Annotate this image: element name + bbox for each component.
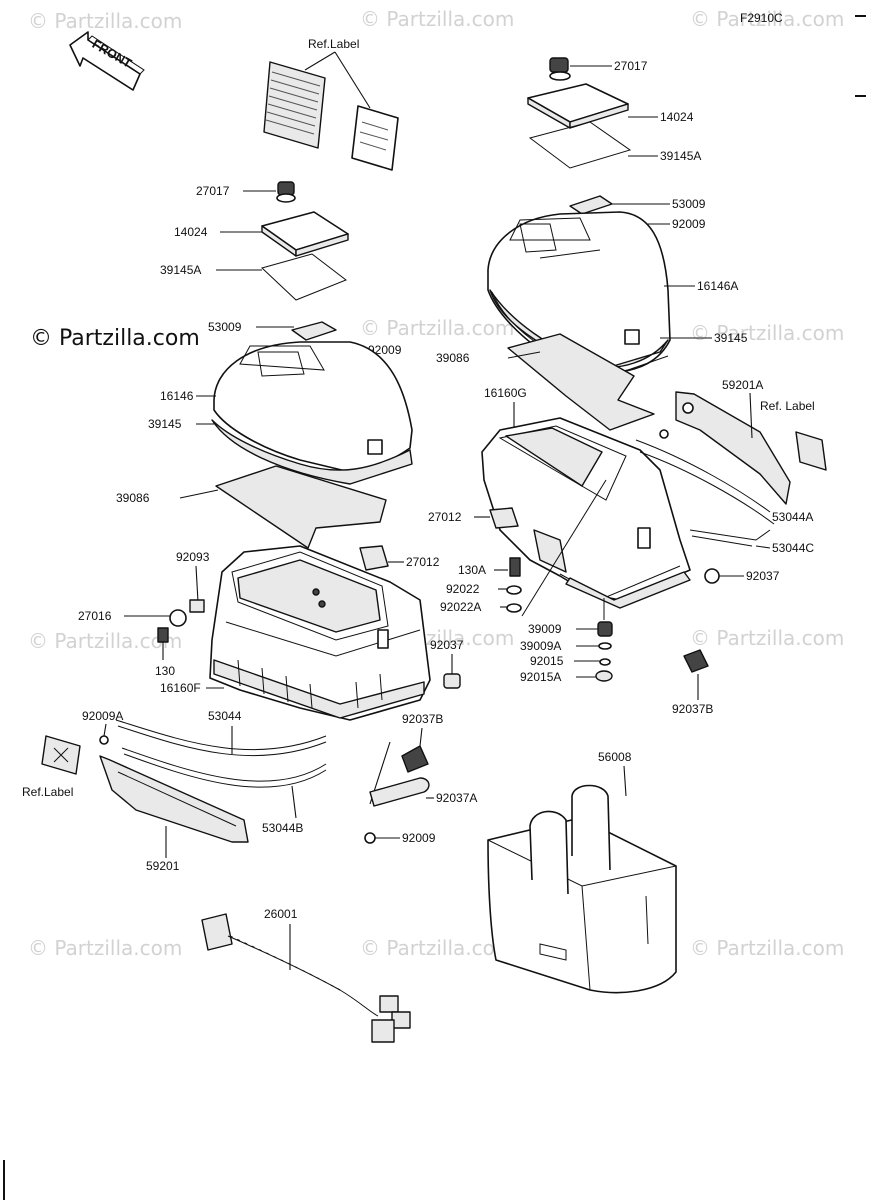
front-arrow-icon: FRONT xyxy=(69,31,145,91)
right-lid-assembly: 27017 14024 39145A 53009 92009 16146A 39… xyxy=(436,57,748,431)
part-53009-r: 53009 xyxy=(672,197,706,211)
right-case-assembly: 16160G 59201A Ref. Label 53044A 53044C 9… xyxy=(428,378,827,716)
part-59201: 59201 xyxy=(146,859,180,873)
part-92037B-r: 92037B xyxy=(672,702,713,716)
part-92093: 92093 xyxy=(176,550,210,564)
watermark: © Partzilla.com xyxy=(690,626,844,650)
part-39145-r: 39145 xyxy=(714,331,748,345)
part-92009A: 92009A xyxy=(82,709,123,723)
knob-icon xyxy=(276,181,296,203)
part-92037-l: 92037 xyxy=(430,638,464,652)
part-53044B: 53044B xyxy=(262,821,303,835)
wiring-harness: 26001 xyxy=(201,907,411,1043)
part-26001: 26001 xyxy=(264,907,298,921)
watermark: © Partzilla.com xyxy=(28,9,182,33)
diagram-code: F2910C xyxy=(740,11,783,25)
part-92009-r: 92009 xyxy=(672,217,706,231)
part-39086-r: 39086 xyxy=(436,351,470,365)
part-39145A-r: 39145A xyxy=(660,149,701,163)
ref-label-top: Ref.Label xyxy=(263,37,399,171)
part-92022: 92022 xyxy=(446,582,480,596)
ref-label-right: Ref. Label xyxy=(760,399,815,413)
part-39145A-l: 39145A xyxy=(160,263,201,277)
part-39009: 39009 xyxy=(528,622,562,636)
part-16146: 16146 xyxy=(160,389,194,403)
part-53009-l: 53009 xyxy=(208,320,242,334)
part-92037B-l: 92037B xyxy=(402,712,443,726)
part-53044A: 53044A xyxy=(772,510,813,524)
part-53044: 53044 xyxy=(208,709,242,723)
stay-assembly: 92037B 92037A 92009 xyxy=(364,712,477,845)
watermark: © Partzilla.com xyxy=(360,316,514,340)
part-92015A: 92015A xyxy=(520,670,561,684)
watermark-layer: © Partzilla.com © Partzilla.com © Partzi… xyxy=(28,7,844,960)
part-59201A: 59201A xyxy=(722,378,763,392)
part-92037A: 92037A xyxy=(436,791,477,805)
part-53044C: 53044C xyxy=(772,541,814,555)
part-39145-l: 39145 xyxy=(148,417,182,431)
part-39009A: 39009A xyxy=(520,639,561,653)
watermark: © Partzilla.com xyxy=(28,936,182,960)
part-92037-r: 92037 xyxy=(746,569,780,583)
part-130: 130 xyxy=(155,664,175,678)
ref-label-bottom: Ref.Label xyxy=(22,785,73,799)
part-14024-l: 14024 xyxy=(174,225,208,239)
part-39086-l: 39086 xyxy=(116,491,150,505)
lower-left-trim: 92009A 53044 53044B 59201 Ref.Label xyxy=(22,709,327,873)
part-16146A: 16146A xyxy=(697,279,738,293)
part-16160G: 16160G xyxy=(484,386,527,400)
part-92009-b: 92009 xyxy=(402,831,436,845)
watermark: © Partzilla.com xyxy=(360,936,514,960)
left-lid-assembly: 27017 14024 39145A 53009 92009 16146 391… xyxy=(116,181,413,549)
ref-label-title: Ref.Label xyxy=(308,37,359,51)
watermark: © Partzilla.com xyxy=(690,321,844,345)
watermark-main: © Partzilla.com xyxy=(30,326,200,351)
left-case-assembly: 92093 27016 130 27012 92037 16160F xyxy=(78,545,464,721)
part-92022A: 92022A xyxy=(440,600,481,614)
watermark: © Partzilla.com xyxy=(690,7,844,31)
part-92015: 92015 xyxy=(530,654,564,668)
watermark: © Partzilla.com xyxy=(690,936,844,960)
watermark: © Partzilla.com xyxy=(360,7,514,31)
part-27016: 27016 xyxy=(78,609,112,623)
part-56008: 56008 xyxy=(598,750,632,764)
part-27012-l: 27012 xyxy=(406,555,440,569)
part-16160F: 16160F xyxy=(160,681,201,695)
part-27017-r: 27017 xyxy=(614,59,648,73)
part-27017-l: 27017 xyxy=(196,184,230,198)
part-14024-r: 14024 xyxy=(660,110,694,124)
bag-icon: 56008 xyxy=(487,750,677,994)
knob-icon xyxy=(549,57,571,81)
part-130A: 130A xyxy=(458,563,486,577)
part-27012-r: 27012 xyxy=(428,510,462,524)
watermark: © Partzilla.com xyxy=(28,629,182,653)
